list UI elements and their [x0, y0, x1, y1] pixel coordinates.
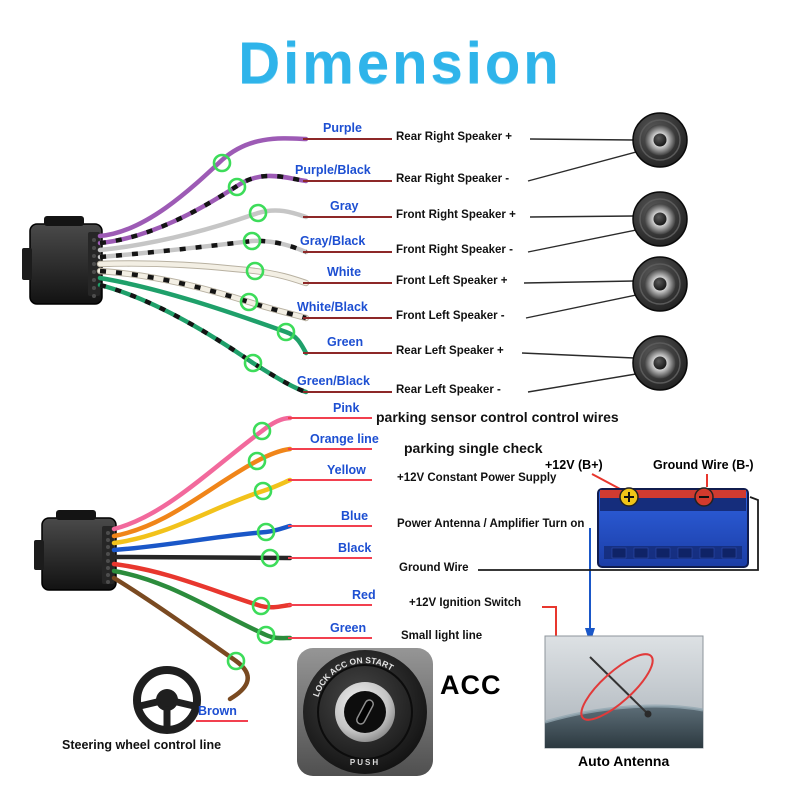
- ring-marker: [276, 322, 296, 342]
- wire-gray-black: [97, 238, 309, 260]
- speaker-link-line: [523, 280, 635, 284]
- ignition-switch-illustration: LOCK ACC ON START PUSH: [297, 648, 433, 776]
- battery-plus-pointer: [591, 473, 623, 491]
- wire-yellow: [111, 477, 293, 546]
- wire-label: Orange line: [310, 432, 379, 446]
- wire-label: White: [327, 265, 362, 279]
- ring-marker: [251, 596, 271, 616]
- wire-label: Pink: [333, 401, 360, 415]
- wire-orange: [111, 446, 293, 539]
- ring-marker: [243, 353, 263, 373]
- wire-function: Front Left Speaker -: [396, 310, 505, 322]
- wire-label: Yellow: [327, 463, 366, 477]
- speaker-link-line: [527, 229, 637, 253]
- wire-function: parking sensor control control wires: [376, 409, 619, 425]
- wire-green-black-stripe: [99, 282, 307, 395]
- wire-pink: [111, 415, 293, 532]
- ring-marker: [256, 522, 276, 542]
- speaker-link-line: [525, 294, 637, 319]
- ring-marker: [248, 203, 268, 223]
- wire-label: Gray/Black: [300, 234, 366, 248]
- wire-label: White/Black: [297, 300, 368, 314]
- wire-function: parking single check: [404, 440, 543, 456]
- steering-wheel-icon: [133, 666, 201, 734]
- wire-green: [97, 275, 309, 356]
- antenna-caption: Auto Antenna: [578, 753, 670, 769]
- speaker-icon: [632, 335, 688, 391]
- speaker-link-line: [529, 138, 635, 141]
- wire-function: +12V Ignition Switch: [409, 597, 522, 609]
- wire-label: Red: [352, 588, 376, 602]
- wire-function: Power Antenna / Amplifier Turn on: [397, 518, 585, 530]
- wire-gray: [97, 208, 309, 253]
- ground-wire-line: [478, 496, 759, 571]
- diagram-title: Dimension: [238, 31, 562, 96]
- ring-marker: [245, 261, 265, 281]
- wire-blue: [111, 523, 293, 553]
- iso-connector-top: [22, 216, 103, 305]
- wire-white: [97, 261, 309, 286]
- wire-function: Rear Left Speaker +: [396, 345, 504, 357]
- speaker-icon: [632, 256, 688, 312]
- wire-label: Green/Black: [297, 374, 370, 388]
- battery-plus-label: +12V (B+): [545, 458, 603, 472]
- speaker-link-line: [521, 352, 635, 359]
- wire-label: Green: [327, 335, 364, 349]
- wire-label: Blue: [341, 509, 369, 523]
- battery-illustration: [597, 487, 749, 568]
- wire-label: Purple: [323, 121, 362, 135]
- speaker-icon: [632, 191, 688, 247]
- ring-marker: [212, 153, 232, 173]
- ring-marker: [247, 451, 267, 471]
- antenna-mast: [589, 656, 649, 715]
- key-slot: [356, 699, 374, 725]
- wire-label: Green: [330, 621, 367, 635]
- ring-marker: [226, 651, 246, 671]
- battery-minus-label: Ground Wire (B-): [653, 458, 754, 472]
- wire-function: Front Right Speaker +: [396, 209, 516, 221]
- speaker-link-line: [527, 373, 637, 393]
- wire-function: Ground Wire: [399, 562, 469, 574]
- wire-function: Rear Left Speaker -: [396, 384, 501, 396]
- wire-function: Steering wheel control line: [62, 738, 222, 752]
- wire-label: Purple/Black: [295, 163, 371, 177]
- wire-function: Rear Right Speaker -: [396, 173, 510, 185]
- ring-marker: [239, 292, 259, 312]
- antenna-highlight-loop: [580, 653, 654, 721]
- wire-function: +12V Constant Power Supply: [397, 472, 557, 484]
- wire-purple: [97, 136, 309, 239]
- wire-label: Gray: [330, 199, 359, 213]
- antenna-signal-line: [585, 528, 595, 644]
- wire-brown: [111, 575, 250, 702]
- wire-red: [111, 561, 293, 610]
- iso-connector-bottom: [34, 510, 117, 591]
- wire-label: Brown: [198, 704, 237, 718]
- ring-marker: [256, 625, 276, 645]
- speaker-icon: [632, 112, 688, 168]
- ring-marker: [227, 177, 247, 197]
- wire-bottom-green: [111, 568, 293, 641]
- push-text: PUSH: [350, 758, 380, 767]
- wire-purple-black-stripe: [99, 173, 307, 246]
- speaker-link-line: [527, 151, 637, 182]
- wire-function: Front Left Speaker +: [396, 275, 508, 287]
- ring-marker: [253, 481, 273, 501]
- acc-label: ACC: [440, 670, 502, 700]
- speaker-link-line: [529, 215, 635, 218]
- wire-white-black-stripe: [99, 268, 307, 321]
- wire-function: Front Right Speaker -: [396, 244, 513, 256]
- wire-black: [111, 554, 293, 561]
- antenna-photo: [544, 635, 704, 749]
- ring-marker: [260, 548, 280, 568]
- wire-label: Black: [338, 541, 372, 555]
- ring-marker: [252, 421, 272, 441]
- wire-function: Small light line: [401, 630, 483, 642]
- wire-function: Rear Right Speaker +: [396, 131, 513, 143]
- ring-marker: [242, 231, 262, 251]
